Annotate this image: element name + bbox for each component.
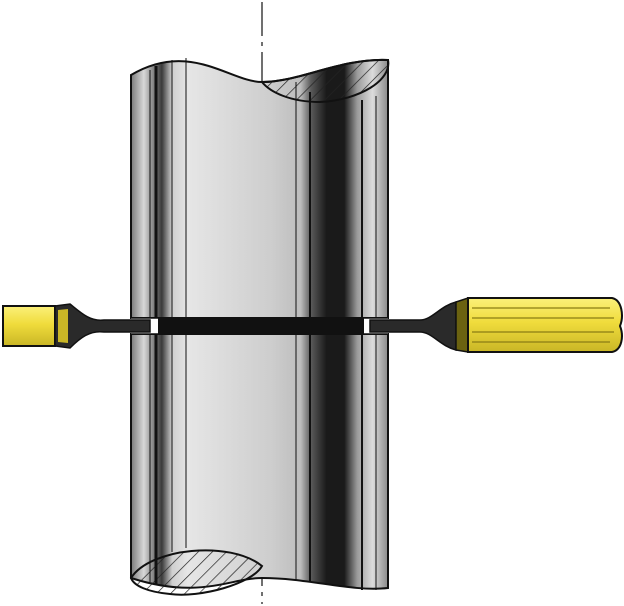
shaft-groove (131, 317, 388, 335)
cutting-tool-icon (2, 303, 151, 349)
screwdriver-handle-icon (369, 296, 623, 353)
shaft-upper (130, 58, 390, 319)
top-cut-section (259, 58, 390, 104)
shaft-lower (129, 333, 389, 596)
bottom-cut-section (129, 549, 264, 596)
